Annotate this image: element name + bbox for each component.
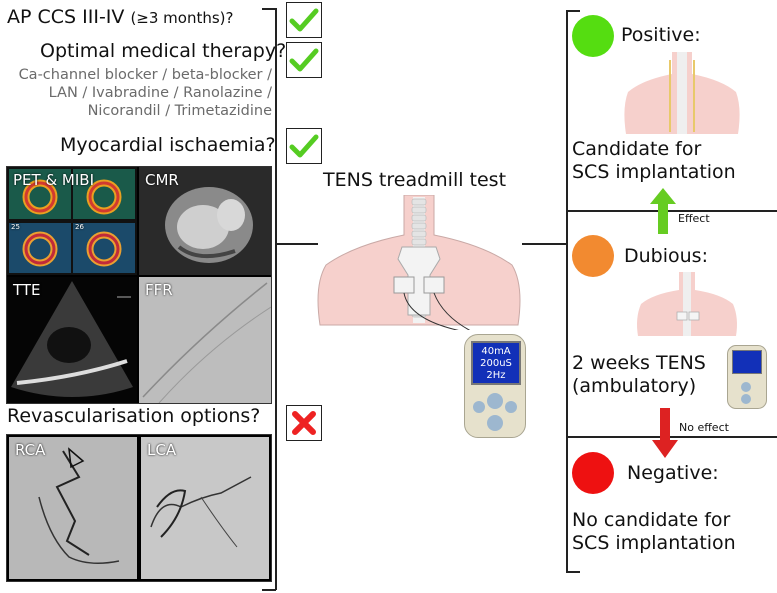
positive-text: Candidate for SCS implantation xyxy=(572,138,736,184)
positive-text-line: Candidate for xyxy=(572,138,702,160)
tens-device-button xyxy=(487,393,503,409)
checkmark-icon xyxy=(289,48,319,72)
divider-positive-dubious xyxy=(567,210,777,212)
omt-drug-line: LAN / Ivabradine / Ranolazine / xyxy=(48,85,272,101)
tens-device-button xyxy=(487,415,503,431)
pet-slice-label: 26 xyxy=(75,223,84,231)
tens-test-title: TENS treadmill test xyxy=(323,169,507,191)
ffr-image xyxy=(139,277,271,403)
no-effect-label: No effect xyxy=(679,421,729,434)
no-effect-arrow-down-icon xyxy=(652,408,678,458)
effect-label: Effect xyxy=(678,212,710,225)
pet-mibi-label: PET & MIBI xyxy=(13,171,94,189)
revasc-label: Revascularisation options? xyxy=(7,405,261,427)
dubious-text: 2 weeks TENS (ambulatory) xyxy=(572,352,706,398)
ischaemia-check-box xyxy=(286,128,322,164)
angina-label: AP CCS III-IV xyxy=(7,6,125,28)
tens-device-screen: 40mA 200uS 2Hz xyxy=(471,341,521,385)
torso-graphic xyxy=(317,195,521,330)
tens-device: 40mA 200uS 2Hz xyxy=(464,334,526,438)
rca-image xyxy=(9,437,137,579)
angiography-panel: RCA LCA xyxy=(6,434,272,582)
checkmark-icon xyxy=(289,134,319,158)
tens-device-button xyxy=(505,401,517,413)
negative-text: No candidate for SCS implantation xyxy=(572,509,736,555)
pet-scan-graphic xyxy=(9,169,135,273)
cross-icon xyxy=(292,411,316,435)
angiogram-graphic xyxy=(142,282,271,403)
pet-mibi-image xyxy=(7,167,137,275)
ischaemia-label: Myocardial ischaemia? xyxy=(60,134,276,156)
cmr-heart-graphic xyxy=(165,187,253,263)
lca-image xyxy=(141,437,269,579)
criterion-angina: AP CCS III-IV (≥3 months)? xyxy=(7,6,234,28)
rca-vessel-graphic xyxy=(38,447,120,564)
positive-text-line: SCS implantation xyxy=(572,161,736,183)
criterion-omt: Optimal medical therapy? xyxy=(40,40,286,62)
lca-vessel-graphic xyxy=(150,476,252,548)
tens-pulse-width: 200uS xyxy=(480,358,512,369)
dubious-torso-graphic xyxy=(637,272,737,336)
connector-right xyxy=(522,243,566,245)
omt-drug-line: Ca-channel blocker / beta-blocker / xyxy=(18,67,272,83)
ambulatory-tens-button xyxy=(741,394,751,404)
tens-device-button xyxy=(473,401,485,413)
tte-image xyxy=(7,277,137,403)
checkmark-icon xyxy=(289,8,319,32)
angina-check-box xyxy=(286,2,322,38)
omt-drug-line: Nicorandil / Trimetazidine xyxy=(87,103,272,119)
divider-dubious-negative xyxy=(567,436,777,438)
right-bracket-top xyxy=(566,10,580,12)
cmr-image xyxy=(139,167,271,275)
ambulatory-tens-device xyxy=(727,345,767,409)
negative-text-line: No candidate for xyxy=(572,509,731,531)
omt-drug-list: Ca-channel blocker / beta-blocker / LAN … xyxy=(19,66,272,120)
negative-label: Negative: xyxy=(627,462,719,484)
positive-label: Positive: xyxy=(621,24,701,46)
dubious-label: Dubious: xyxy=(624,245,708,267)
ambulatory-tens-screen xyxy=(732,350,762,374)
pet-slice-label: 25 xyxy=(11,223,20,231)
angina-qualifier: (≥3 months)? xyxy=(130,9,234,27)
revasc-cross-box xyxy=(286,405,322,441)
criterion-ischaemia: Myocardial ischaemia? xyxy=(60,134,276,156)
ischaemia-imaging-panel: PET & MIBI 25 26 CMR TTE FFR xyxy=(6,166,272,404)
omt-check-box xyxy=(286,42,322,78)
cmr-label: CMR xyxy=(145,171,179,189)
rca-label: RCA xyxy=(15,441,46,459)
ambulatory-tens-button xyxy=(741,382,751,392)
left-bracket-top xyxy=(262,8,276,10)
dubious-text-line: (ambulatory) xyxy=(572,375,697,397)
positive-torso-graphic xyxy=(624,52,740,134)
tens-frequency: 2Hz xyxy=(486,370,506,381)
left-bracket xyxy=(275,8,277,590)
lca-label: LCA xyxy=(147,441,177,459)
criterion-revasc: Revascularisation options? xyxy=(7,405,260,427)
negative-indicator xyxy=(572,452,614,494)
right-bracket xyxy=(566,10,568,572)
positive-indicator xyxy=(572,15,614,57)
echo-graphic xyxy=(11,281,133,397)
tens-current: 40mA xyxy=(481,346,511,357)
right-bracket-bottom xyxy=(566,571,580,573)
tte-label: TTE xyxy=(13,281,41,299)
ffr-label: FFR xyxy=(145,281,173,299)
omt-label: Optimal medical therapy? xyxy=(40,40,287,62)
effect-arrow-up-icon xyxy=(650,188,676,234)
connector-left xyxy=(276,243,318,245)
left-bracket-bottom xyxy=(262,589,276,591)
dubious-text-line: 2 weeks TENS xyxy=(572,352,706,374)
dubious-indicator xyxy=(572,235,614,277)
negative-text-line: SCS implantation xyxy=(572,532,736,554)
